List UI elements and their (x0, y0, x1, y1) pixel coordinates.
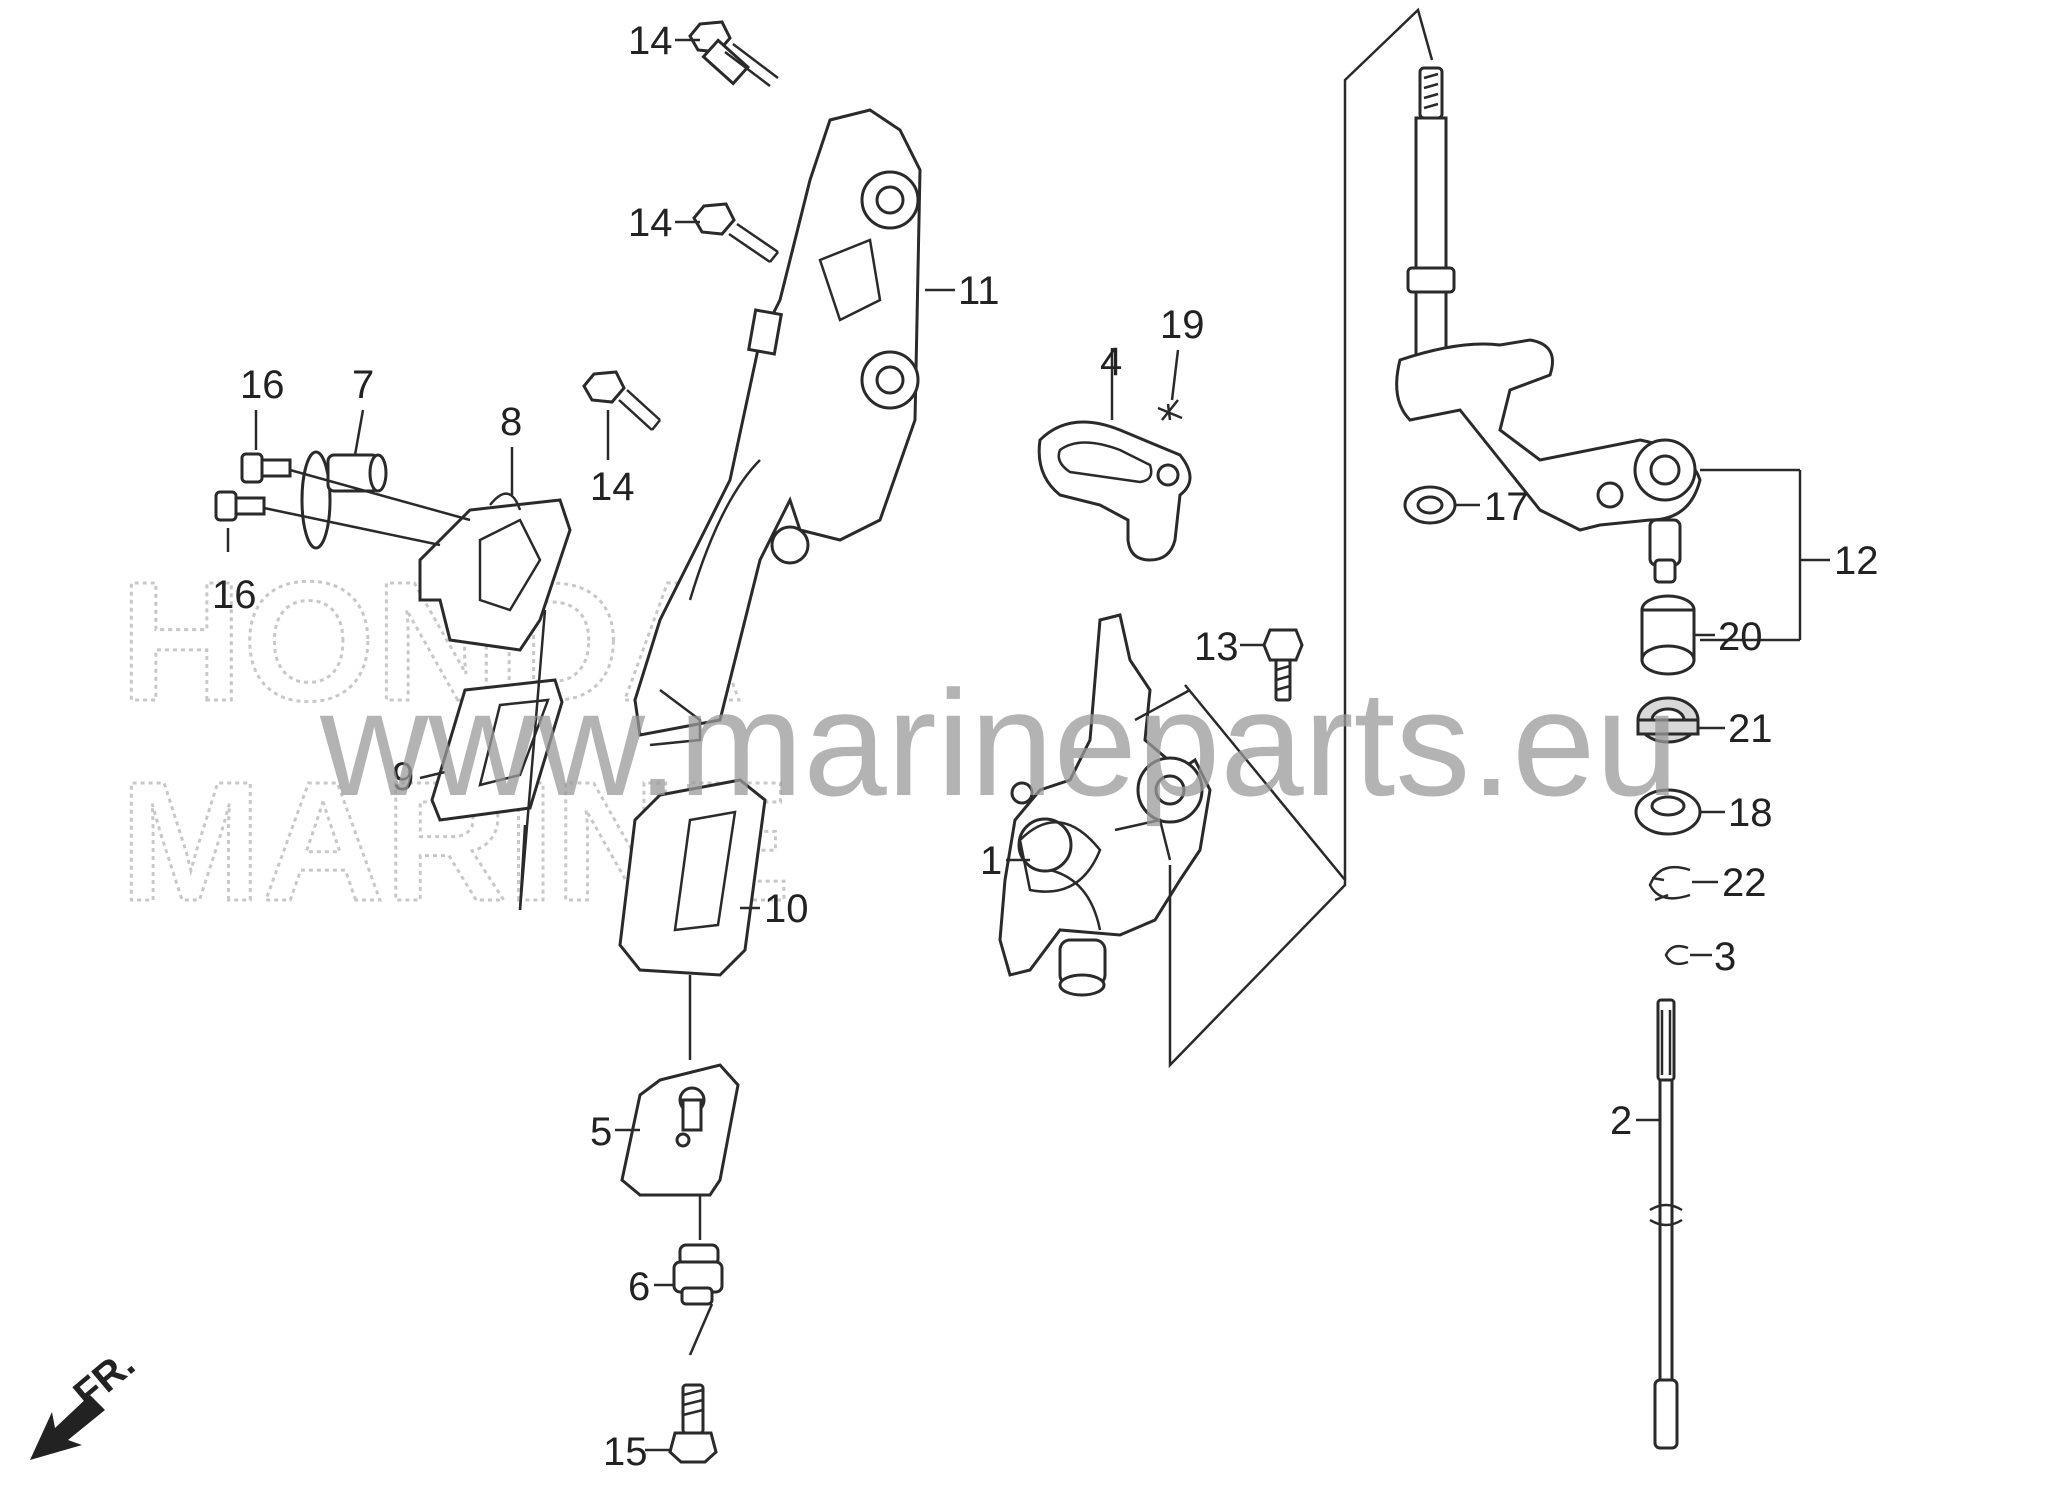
callout-22: 22 (1722, 861, 1767, 905)
url-watermark: www.marineparts.eu (319, 659, 1679, 827)
callout-4: 4 (1100, 340, 1122, 384)
callout-2: 2 (1610, 1099, 1632, 1143)
callout-3: 3 (1714, 935, 1736, 979)
callout-14-middle: 14 (628, 201, 673, 245)
seal-21 (1636, 696, 1700, 744)
callout-14-lower: 14 (590, 465, 635, 509)
pad-10 (618, 778, 767, 1060)
callout-13: 13 (1194, 625, 1239, 669)
callout-16-lower: 16 (212, 573, 257, 617)
shaft-2 (1649, 998, 1683, 1450)
arm-4 (1037, 420, 1192, 562)
callout-7: 7 (352, 363, 374, 407)
callout-11: 11 (958, 269, 1000, 313)
callout-8: 8 (500, 400, 522, 444)
bracket-8 (263, 468, 572, 652)
callout-15: 15 (603, 1430, 648, 1474)
direction-label: FR. (66, 1342, 144, 1417)
callout-17: 17 (1484, 485, 1529, 529)
callout-10: 10 (764, 887, 809, 931)
callout-leaders (226, 38, 1725, 1452)
leader-bracket-1 (1134, 684, 1347, 1069)
bolt-15 (668, 1383, 718, 1464)
nut-6 (672, 1243, 724, 1356)
bolt-14-top (688, 20, 779, 87)
callout-1: 1 (980, 839, 1002, 883)
clip-19 (1157, 399, 1183, 421)
callout-16-upper: 16 (240, 363, 285, 407)
plate-9 (430, 609, 564, 911)
callout-9: 9 (392, 755, 414, 799)
plate-5 (620, 1063, 740, 1240)
callout-20: 20 (1718, 615, 1763, 659)
bolt-14-lower (582, 370, 661, 431)
callout-5: 5 (590, 1110, 612, 1154)
circlip-22 (1648, 865, 1691, 902)
front-direction-arrow-icon: FR. (30, 1342, 143, 1460)
callout-18: 18 (1728, 791, 1773, 835)
callout-12: 12 (1834, 539, 1879, 583)
collar-7 (300, 450, 388, 550)
clip-3 (1664, 944, 1689, 966)
actuator-1 (998, 613, 1212, 997)
callout-6: 6 (628, 1265, 650, 1309)
bolt-14-middle (692, 202, 779, 264)
shaft-arm-12 (1395, 66, 1830, 642)
callout-14-top: 14 (628, 19, 673, 63)
bracket-11 (633, 108, 922, 747)
screw-16-lower (214, 490, 266, 522)
bushing-20 (1640, 594, 1696, 676)
callout-19: 19 (1160, 303, 1205, 347)
washer-17 (1403, 485, 1457, 525)
screw-16-upper (240, 452, 292, 484)
callout-21: 21 (1728, 707, 1773, 751)
leader-shaft-to-actuator (1343, 7, 1434, 880)
callout-labels: 14 14 14 11 16 7 8 16 9 10 4 19 13 1 5 6… (212, 19, 1879, 1474)
